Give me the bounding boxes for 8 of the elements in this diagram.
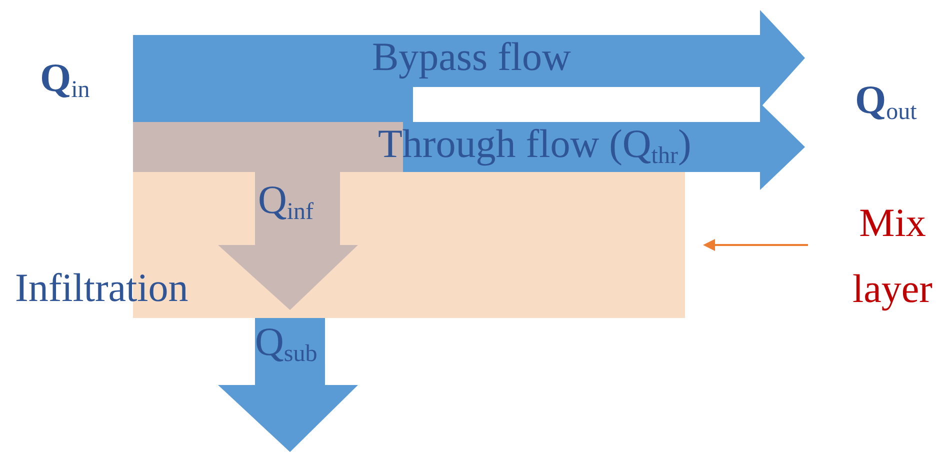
flow-label: Q$_{inf}$	[258, 180, 314, 224]
flow-label: Bypass flow	[372, 37, 571, 77]
flow-label: Q$_{in}$	[40, 58, 90, 102]
flow-label: Q$_{sub}$	[255, 322, 318, 366]
arrow	[703, 239, 808, 251]
flow-label: Q$_{out}$	[855, 80, 917, 124]
callout-text: Mix layer	[835, 190, 947, 322]
flow-label: Infiltration	[15, 268, 188, 308]
